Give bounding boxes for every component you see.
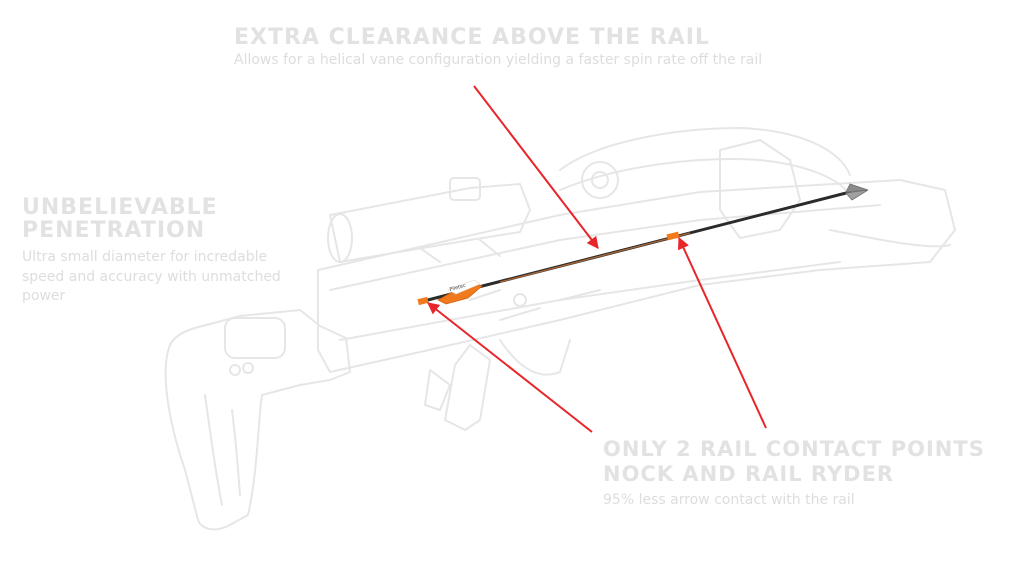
crossbow-scope-mount [419, 239, 501, 263]
crossbow-rail-inner [329, 204, 881, 291]
crossbow-rail-lower [339, 261, 841, 341]
crossbow-stock-cutout [231, 409, 241, 496]
crossbow-stock-bolt-2 [242, 362, 254, 374]
crossbow-stock-inner [204, 394, 223, 506]
callout-heading-line-2: PENETRATION [22, 218, 206, 244]
crossbow-cam-inner [591, 171, 609, 189]
crossbow-riser [719, 139, 801, 239]
pointer-clearance [473, 85, 599, 249]
callout-description: Allows for a helical vane configuration … [234, 52, 763, 69]
pointer-rail-ryder [678, 236, 767, 429]
crossbow-foregrip [829, 229, 951, 248]
callout-rail-contact: ONLY 2 RAIL CONTACT POINTS NOCK AND RAIL… [603, 437, 985, 510]
arrow-broadhead-blade [845, 189, 869, 201]
crossbow-stock [164, 309, 351, 531]
crossbow-cheek-pad [224, 317, 286, 359]
crossbow-scope-lens [327, 213, 353, 263]
arrow-shaft-wrap [499, 232, 691, 283]
callout-description: 95% less arrow contact with the rail [603, 492, 855, 509]
crossbow-grip-2 [424, 369, 451, 411]
crossbow-bolt-icon: Piletec [417, 183, 869, 306]
callout-heading-line-2: NOCK AND RAIL RYDER [603, 462, 895, 487]
arrow-rail-ryder [666, 231, 680, 241]
arrow-broadhead [845, 183, 869, 193]
crossbow-outline-icon [164, 127, 956, 531]
crossbow-trigger-guard [499, 339, 571, 376]
callout-heading: EXTRA CLEARANCE ABOVE THE RAIL [234, 25, 710, 50]
callout-extra-clearance: EXTRA CLEARANCE ABOVE THE RAIL Allows fo… [234, 26, 762, 70]
arrow-vane-label: Piletec [449, 283, 467, 293]
pointer-nock [427, 302, 593, 433]
crossbow-limb-upper [559, 127, 851, 176]
callout-penetration: UNBELIEVABLE PENETRATION Ultra small dia… [22, 196, 312, 307]
crossbow-scope [329, 183, 531, 263]
crossbow-cutouts [469, 289, 601, 321]
callout-description: Ultra small diameter for incredable spee… [22, 249, 281, 305]
callout-heading-line-1: UNBELIEVABLE [22, 195, 218, 220]
crossbow-stock-bolt-1 [229, 364, 241, 376]
pointer-lines [427, 85, 767, 433]
crossbow-scope-turret [449, 177, 481, 201]
crossbow-rail [317, 179, 956, 373]
arrow-vane-white [447, 279, 481, 295]
crossbow-bolt-hole [513, 293, 527, 307]
callout-heading-line-1: ONLY 2 RAIL CONTACT POINTS [603, 437, 985, 461]
arrow-nock [417, 296, 429, 306]
crossbow-grip [444, 344, 491, 431]
crossbow-cam [581, 161, 619, 199]
crossbow-limb-lower [559, 158, 851, 196]
